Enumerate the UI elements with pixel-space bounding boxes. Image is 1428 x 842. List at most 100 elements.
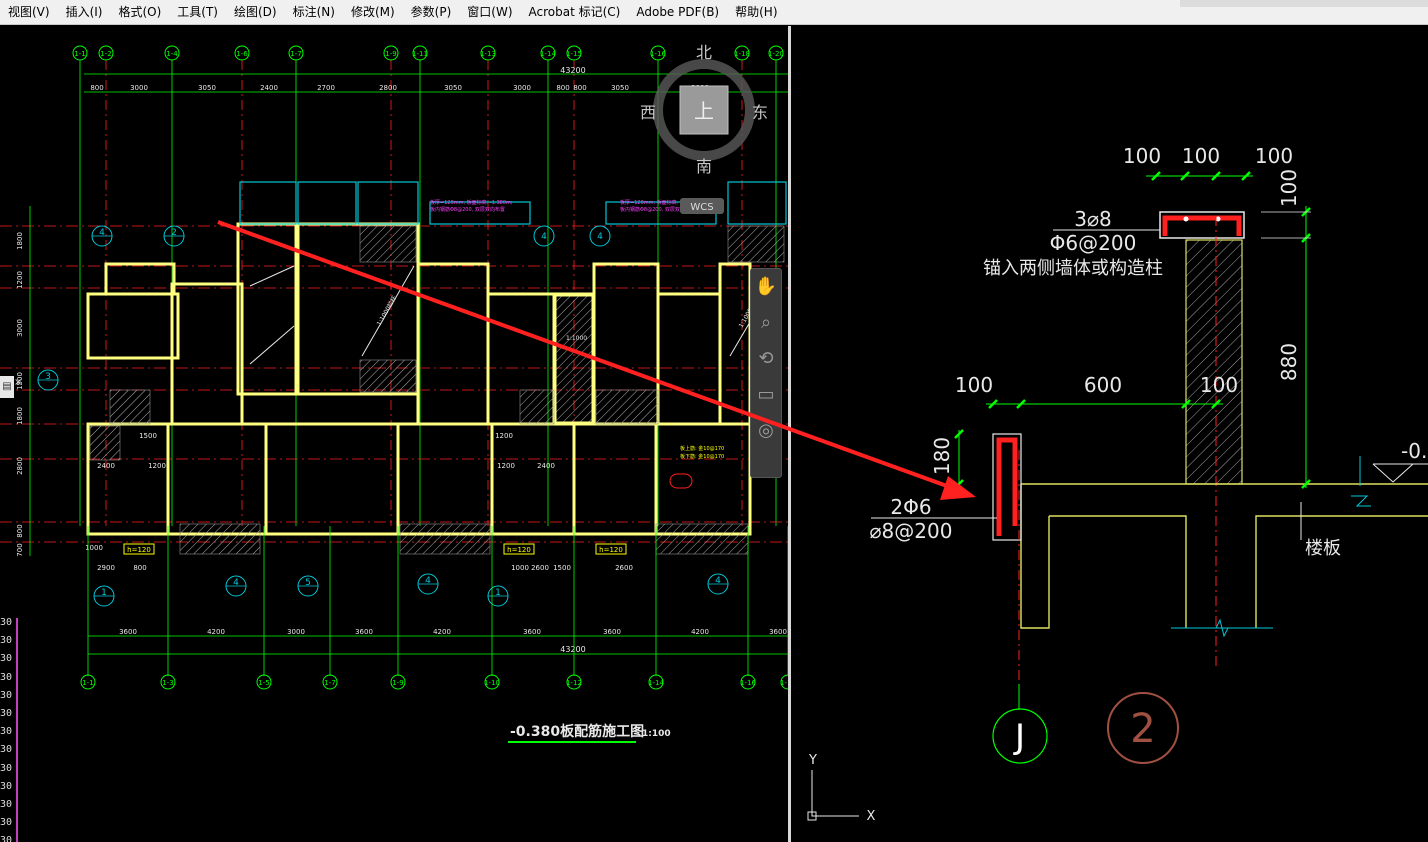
- grid-bubble-label: 1-7: [324, 679, 335, 687]
- dim-tick: [1211, 171, 1221, 181]
- grid-bubble-label: 1-1: [74, 50, 85, 58]
- dim-mid-label: 600: [1084, 373, 1122, 397]
- grid-bubble-label: 1-15: [566, 50, 582, 58]
- navigation-bar[interactable]: ✋ ⌕ ⟲ ▭ ◎: [750, 268, 782, 478]
- grid-bubble: [234, 45, 250, 61]
- hatched-zone: [595, 389, 659, 425]
- orbit-icon[interactable]: ⟲: [758, 348, 774, 369]
- wall-outline: [656, 292, 722, 426]
- balcony-window: [239, 181, 297, 225]
- showmotion-icon[interactable]: ▭: [757, 384, 775, 405]
- dim-bottom: 3600: [119, 628, 137, 636]
- dim-total-top: 43200: [560, 66, 585, 75]
- compass-south: 南: [696, 157, 712, 176]
- sub-dim: 1000: [511, 564, 529, 572]
- note-slab: 板厚=120mm, 板面标高: -1.380m;: [430, 199, 513, 206]
- elev-marker: -0.3: [1401, 439, 1428, 463]
- menu-item-5[interactable]: 标注(N): [292, 4, 335, 19]
- grid-bubble: [780, 674, 788, 690]
- toolbar-grip[interactable]: [1180, 0, 1428, 7]
- rail-line: [249, 265, 295, 287]
- menu-item-8[interactable]: 窗口(W): [467, 4, 513, 19]
- menu-item-1[interactable]: 插入(I): [65, 4, 103, 19]
- wall-outline: [104, 262, 176, 296]
- palette-close-icon[interactable]: ×: [14, 377, 23, 388]
- number-cell: 30: [0, 780, 13, 792]
- note-top-bars: 板上筋: 金10@170: [680, 445, 724, 452]
- dim-left: 2800: [16, 457, 24, 475]
- grid-bubble-label: 1-13: [480, 50, 496, 58]
- menu-bar: 视图(V) 插入(I) 格式(O) 工具(T) 绘图(D) 标注(N) 修改(M) 参数(P)…: [0, 0, 1428, 25]
- upstand-outline: [992, 433, 1022, 541]
- section-bubble-icon: [1107, 692, 1179, 764]
- dim-bottom: 4200: [207, 628, 225, 636]
- dim-right-mid: 880: [1277, 343, 1301, 381]
- menu-item-7[interactable]: 参数(P): [410, 4, 452, 19]
- menu-item-2[interactable]: 格式(O): [118, 4, 162, 19]
- compass-west: 西: [640, 103, 656, 122]
- grid-bubble-label: 1-1: [82, 679, 93, 687]
- number-cell: 30: [0, 726, 13, 738]
- dim-bottom: 3600: [355, 628, 373, 636]
- grid-bubble-label: 1-9: [385, 50, 396, 58]
- grid-bubble-label: 1-9: [392, 679, 403, 687]
- grid-bubble: [566, 45, 582, 61]
- grid-bubble-label: 1-7: [290, 50, 301, 58]
- menu-item-9[interactable]: Acrobat 标记(C): [528, 4, 621, 19]
- grid-bubble: [734, 45, 750, 61]
- grid-bubble-label: 1-12: [566, 679, 582, 687]
- dim-top-label: 100: [1123, 144, 1161, 168]
- menu-item-0[interactable]: 视图(V): [8, 4, 50, 19]
- dim-left: 1200: [16, 271, 24, 289]
- sub-dim: 2900: [97, 564, 115, 572]
- wall-outline: [490, 422, 576, 536]
- ucs-origin-icon: [807, 811, 817, 821]
- menu-item-4[interactable]: 绘图(D): [234, 4, 277, 19]
- number-cell: 30: [0, 708, 13, 720]
- hatched-zone: [89, 425, 121, 461]
- balcony-window: [727, 181, 787, 225]
- sub-dim: 2600: [615, 564, 633, 572]
- axis-bubble-label: J: [1013, 717, 1025, 757]
- zoom-icon[interactable]: ⌕: [760, 312, 772, 333]
- dim-left-label: 180: [930, 437, 954, 475]
- hatched-zone: [727, 225, 785, 263]
- dim-left: 3000: [16, 319, 24, 337]
- drawing-scale: 1:100: [642, 729, 671, 739]
- pan-hand-icon[interactable]: ✋: [754, 276, 778, 297]
- grid-bubble: [480, 45, 496, 61]
- dim-top: 3000: [130, 84, 148, 92]
- dim-left: 700: [16, 543, 24, 556]
- grid-bubble: [164, 45, 180, 61]
- dim-left: 1800: [16, 407, 24, 425]
- grid-bubble: [322, 674, 338, 690]
- slab-tag: h=120: [507, 546, 531, 554]
- wcs-label: WCS: [690, 202, 713, 213]
- tool-palette-tab-icon[interactable]: ▤: [0, 376, 14, 398]
- section-mark-label: 4: [541, 232, 547, 242]
- grid-bubble: [80, 674, 96, 690]
- slab-tag-box: [123, 543, 155, 555]
- number-cell: 30: [0, 671, 13, 683]
- wall-column: [1185, 239, 1243, 485]
- menu-item-10[interactable]: Adobe PDF(B): [636, 4, 720, 19]
- dim-top: 800: [573, 84, 586, 92]
- note-rebar-2: 板内钢筋Φ8@200, 双层双向布置: [620, 206, 695, 213]
- menu-item-3[interactable]: 工具(T): [177, 4, 218, 19]
- number-cell: 30: [0, 799, 13, 811]
- void-label: 1:1000: [566, 335, 587, 342]
- hatched-zone: [359, 359, 417, 393]
- dim-bottom: 3600: [603, 628, 621, 636]
- menu-item-6[interactable]: 修改(M): [350, 4, 395, 19]
- hatched-zone: [109, 389, 151, 425]
- hatched-zone: [655, 523, 749, 555]
- steering-wheel-icon[interactable]: ◎: [758, 420, 774, 441]
- menu-item-11[interactable]: 帮助(H): [735, 4, 778, 19]
- grid-bubble: [484, 674, 500, 690]
- wall-outline: [86, 292, 180, 360]
- grid-bubble: [160, 674, 176, 690]
- wall-outline: [236, 222, 300, 396]
- slab-bottom: [1049, 515, 1187, 628]
